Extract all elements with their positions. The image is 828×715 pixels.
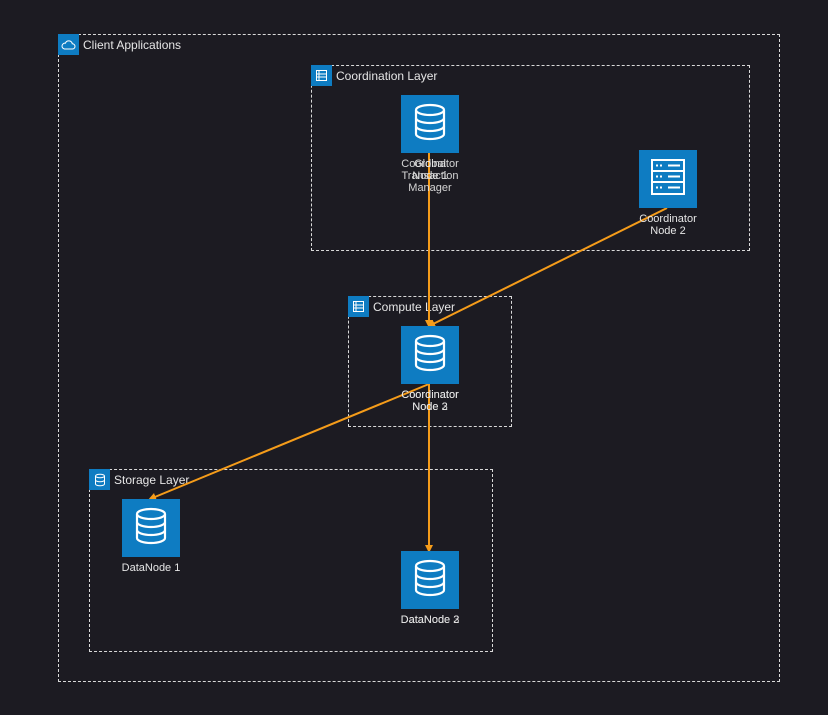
database-icon bbox=[413, 559, 447, 602]
group-storage-layer-header: Storage Layer bbox=[89, 469, 189, 490]
datanode-overlap[interactable] bbox=[401, 551, 459, 609]
compute-coordinator-b-label: Coordinator Node 3 bbox=[401, 389, 459, 413]
server-icon bbox=[650, 158, 686, 201]
datanode-1-label: DataNode 1 bbox=[121, 562, 181, 574]
coordinator-node-2[interactable] bbox=[639, 150, 697, 208]
database-icon bbox=[413, 334, 447, 377]
group-client-applications-label: Client Applications bbox=[83, 37, 182, 52]
gtm-label: Global Transaction Manager bbox=[401, 158, 459, 194]
coordinator-top-a-label: Coordinator Node 1 bbox=[401, 158, 459, 182]
datanode-b2-label: DataNode 3 bbox=[400, 614, 460, 626]
cloud-icon bbox=[58, 34, 79, 55]
server-rack-icon bbox=[311, 65, 332, 86]
server-rack-icon bbox=[348, 296, 369, 317]
gtm-node[interactable] bbox=[401, 95, 459, 153]
database-icon bbox=[413, 103, 447, 146]
compute-coordinator-node[interactable] bbox=[401, 326, 459, 384]
group-compute-layer-header: Compute Layer bbox=[348, 296, 455, 317]
database-icon bbox=[89, 469, 110, 490]
group-coordination-layer-label: Coordination Layer bbox=[336, 68, 438, 83]
coordinator-node-2-label: Coordinator Node 2 bbox=[639, 213, 697, 237]
database-icon bbox=[134, 507, 168, 550]
compute-coordinator-a-label: Coordinator Node 2 bbox=[401, 389, 459, 413]
group-client-applications-header: Client Applications bbox=[58, 34, 181, 55]
group-coordination-layer-header: Coordination Layer bbox=[311, 65, 437, 86]
datanode-b1-label: DataNode 2 bbox=[400, 614, 460, 626]
group-client-applications: Client Applications bbox=[58, 34, 780, 682]
datanode-1[interactable] bbox=[122, 499, 180, 557]
group-compute-layer-label: Compute Layer bbox=[373, 299, 456, 314]
group-storage-layer-label: Storage Layer bbox=[114, 472, 190, 487]
